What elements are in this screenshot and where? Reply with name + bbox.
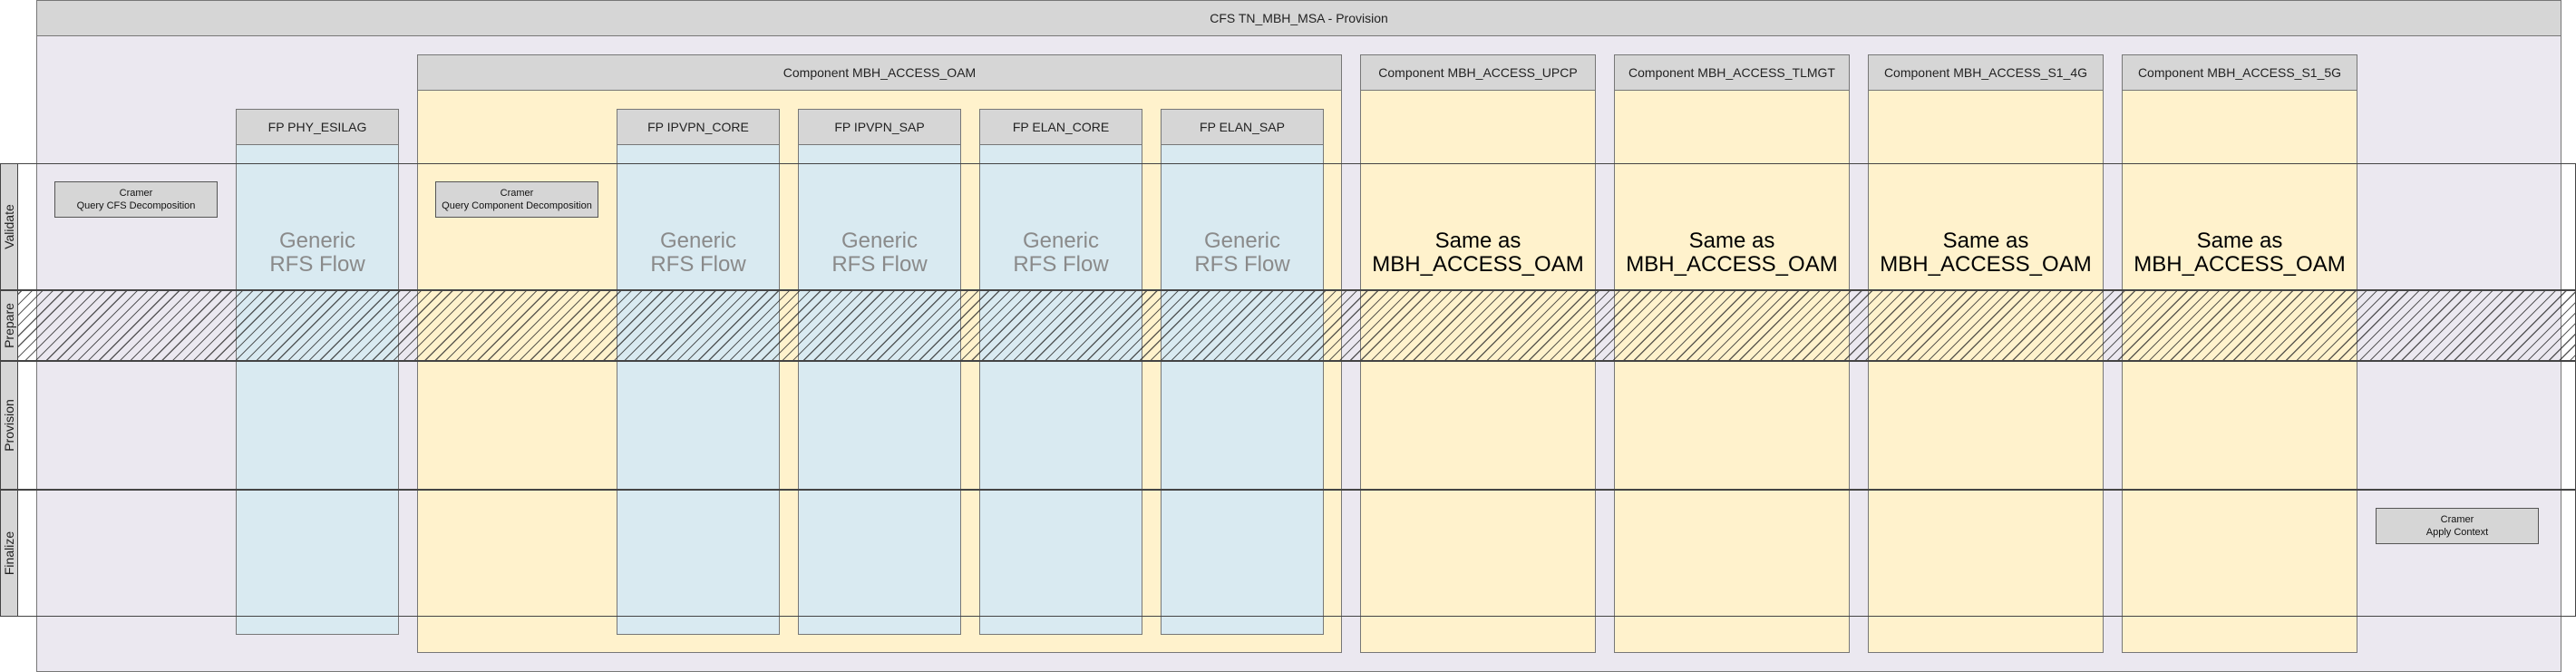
lane-finalize [0, 490, 2576, 617]
lane-label-prepare-text: Prepare [2, 303, 16, 348]
component-s1-5g-label: Component MBH_ACCESS_S1_5G [2137, 65, 2342, 80]
same-as-line-1: Same as [1688, 229, 1775, 253]
same-as-line-2: MBH_ACCESS_OAM [1626, 252, 1838, 277]
fp-elan-core-label: FP ELAN_CORE [1012, 120, 1110, 134]
lane-label-finalize: Finalize [0, 490, 18, 617]
same-as-note-s1-4g: Same as MBH_ACCESS_OAM [1868, 229, 2104, 277]
fp-elan-sap-label: FP ELAN_SAP [1200, 120, 1285, 134]
lane-label-validate-text: Validate [2, 204, 16, 249]
generic-rfs-flow-ipvpn-core: Generic RFS Flow [617, 229, 780, 277]
task-query-component-decomposition[interactable]: Cramer Query Component Decomposition [435, 181, 598, 218]
same-as-note-s1-5g: Same as MBH_ACCESS_OAM [2122, 229, 2357, 277]
task-apply-context-label: Apply Context [2425, 527, 2489, 538]
generic-line-1: Generic [1203, 229, 1281, 253]
fp-phy-esilag-header: FP PHY_ESILAG [236, 109, 399, 145]
lane-prepare-hatched [0, 290, 2576, 361]
generic-line-1: Generic [841, 229, 919, 253]
same-as-line-2: MBH_ACCESS_OAM [2134, 252, 2346, 277]
fp-ipvpn-core[interactable] [617, 109, 780, 635]
generic-line-2: RFS Flow [831, 252, 928, 277]
component-s1-4g-header: Component MBH_ACCESS_S1_4G [1868, 54, 2104, 91]
component-tlmgt-label: Component MBH_ACCESS_TLMGT [1628, 65, 1835, 80]
component-tlmgt-header: Component MBH_ACCESS_TLMGT [1614, 54, 1850, 91]
same-as-line-1: Same as [1942, 229, 2029, 253]
generic-rfs-flow-elan-sap: Generic RFS Flow [1161, 229, 1324, 277]
generic-line-1: Generic [659, 229, 737, 253]
lane-label-prepare: Prepare [0, 290, 18, 361]
same-as-note-tlmgt: Same as MBH_ACCESS_OAM [1614, 229, 1850, 277]
generic-rfs-flow-phy-esilag: Generic RFS Flow [236, 229, 399, 277]
component-s1-4g-label: Component MBH_ACCESS_S1_4G [1883, 65, 2088, 80]
same-as-line-1: Same as [2196, 229, 2283, 253]
task-query-cfs-decomposition[interactable]: Cramer Query CFS Decomposition [54, 181, 218, 218]
lane-label-finalize-text: Finalize [2, 531, 16, 576]
fp-phy-esilag-label: FP PHY_ESILAG [267, 120, 367, 134]
generic-rfs-flow-elan-core: Generic RFS Flow [979, 229, 1142, 277]
fp-ipvpn-core-label: FP IPVPN_CORE [647, 120, 749, 134]
fp-ipvpn-sap[interactable] [798, 109, 961, 635]
component-upcp-label: Component MBH_ACCESS_UPCP [1378, 65, 1578, 80]
component-upcp-header: Component MBH_ACCESS_UPCP [1360, 54, 1596, 91]
fp-elan-sap-header: FP ELAN_SAP [1161, 109, 1324, 145]
cfs-title: CFS TN_MBH_MSA - Provision [1210, 11, 1388, 25]
task-apply-context[interactable]: Cramer Apply Context [2376, 508, 2539, 544]
component-oam-header: Component MBH_ACCESS_OAM [417, 54, 1342, 91]
generic-line-1: Generic [278, 229, 356, 253]
generic-line-2: RFS Flow [1194, 252, 1290, 277]
fp-phy-esilag[interactable] [236, 109, 399, 635]
lane-provision [0, 361, 2576, 490]
task-query-component-system: Cramer [500, 188, 534, 199]
fp-ipvpn-sap-header: FP IPVPN_SAP [798, 109, 961, 145]
generic-rfs-flow-ipvpn-sap: Generic RFS Flow [798, 229, 961, 277]
task-query-component-label: Query Component Decomposition [442, 200, 592, 211]
fp-elan-sap[interactable] [1161, 109, 1324, 635]
generic-line-2: RFS Flow [269, 252, 365, 277]
same-as-line-2: MBH_ACCESS_OAM [1880, 252, 2092, 277]
task-query-cfs-system: Cramer [119, 188, 153, 199]
generic-line-2: RFS Flow [650, 252, 746, 277]
task-query-cfs-label: Query CFS Decomposition [76, 200, 196, 211]
lane-label-provision-text: Provision [2, 399, 16, 452]
task-apply-context-system: Cramer [2440, 514, 2474, 525]
fp-ipvpn-sap-label: FP IPVPN_SAP [834, 120, 925, 134]
component-s1-5g-header: Component MBH_ACCESS_S1_5G [2122, 54, 2357, 91]
lane-label-validate: Validate [0, 163, 18, 290]
generic-line-2: RFS Flow [1013, 252, 1109, 277]
same-as-line-2: MBH_ACCESS_OAM [1372, 252, 1584, 277]
component-oam-label: Component MBH_ACCESS_OAM [783, 65, 977, 80]
fp-elan-core[interactable] [979, 109, 1142, 635]
generic-line-1: Generic [1022, 229, 1100, 253]
same-as-line-1: Same as [1434, 229, 1521, 253]
cfs-title-bar: CFS TN_MBH_MSA - Provision [36, 0, 2561, 36]
same-as-note-upcp: Same as MBH_ACCESS_OAM [1360, 229, 1596, 277]
lane-label-provision: Provision [0, 361, 18, 490]
fp-elan-core-header: FP ELAN_CORE [979, 109, 1142, 145]
fp-ipvpn-core-header: FP IPVPN_CORE [617, 109, 780, 145]
